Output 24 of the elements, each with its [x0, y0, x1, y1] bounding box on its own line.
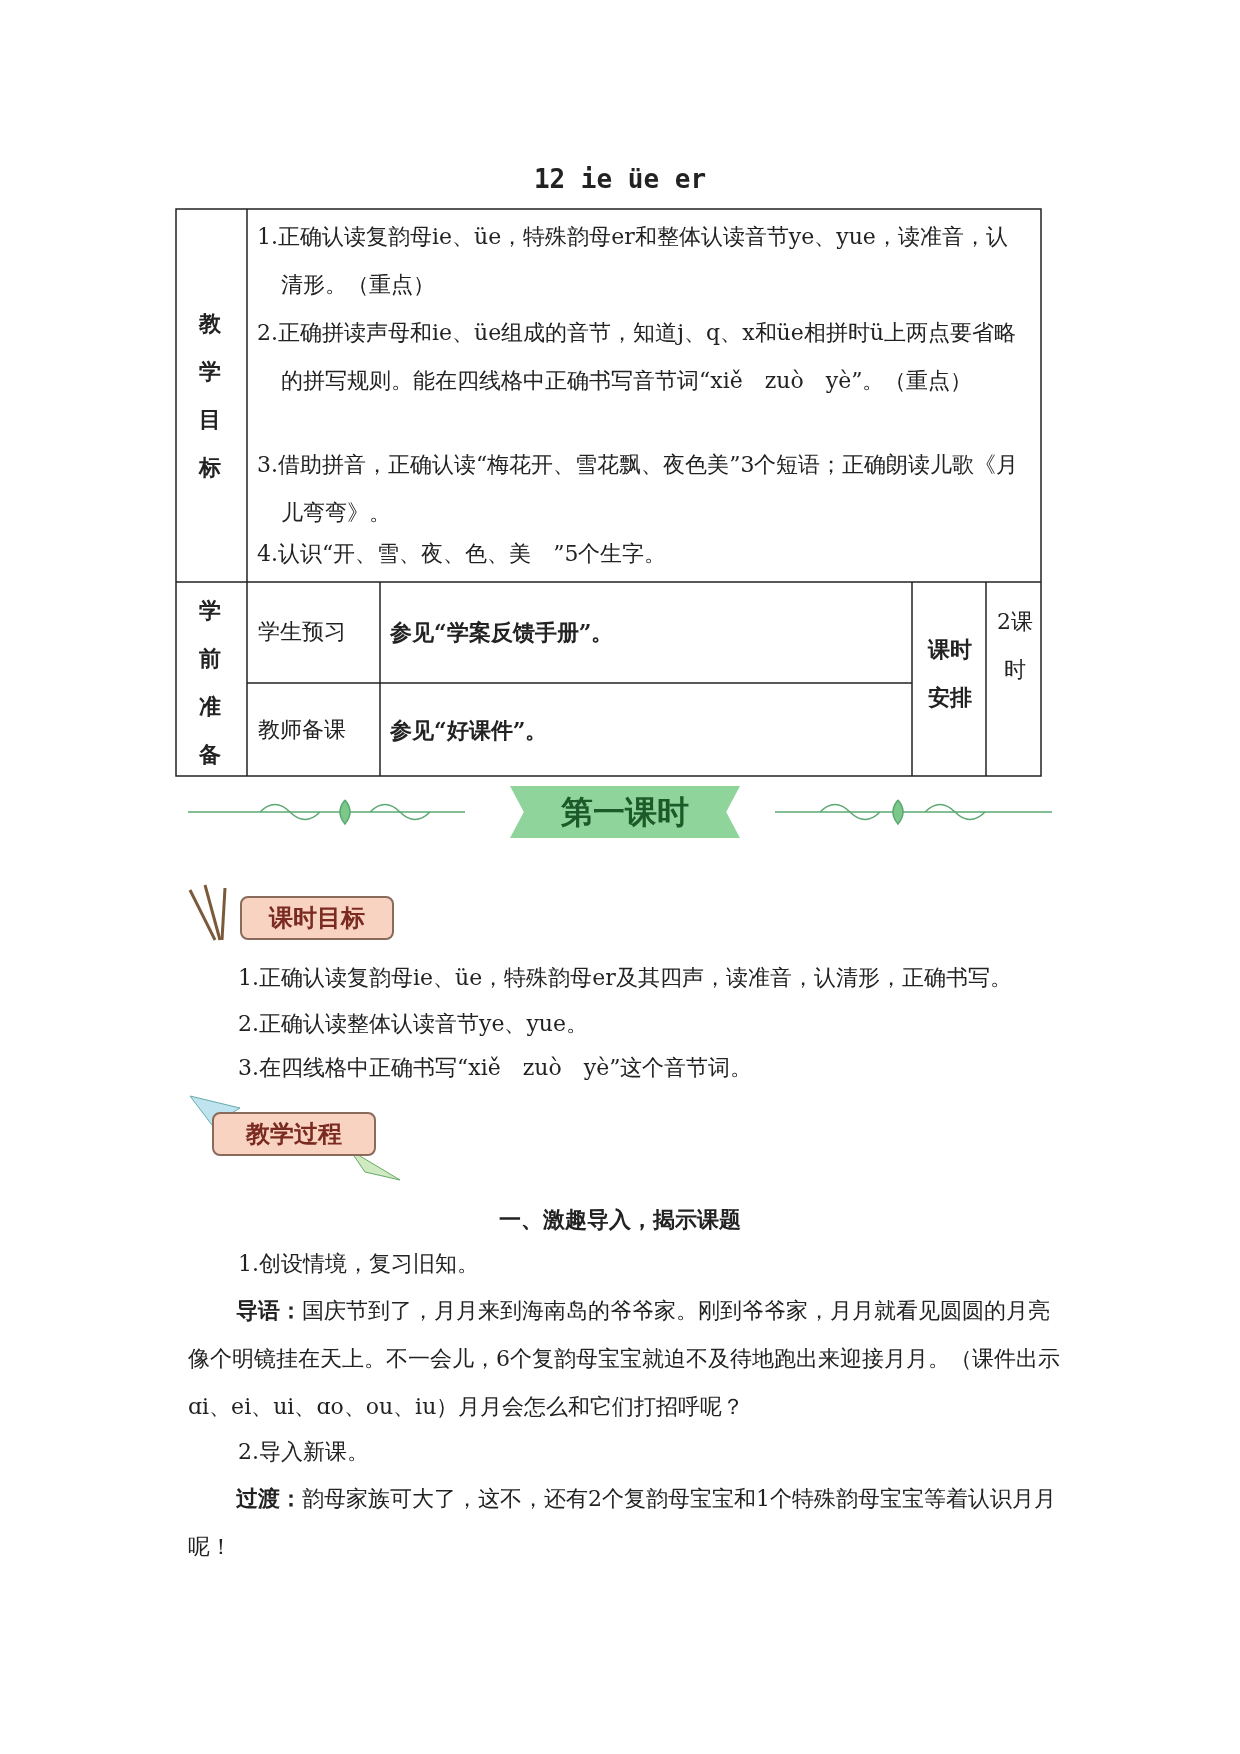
table-cell-text: 2课时 — [996, 608, 1034, 684]
table-header: 课时安排 — [926, 635, 973, 712]
objective-text: 4.认识“开、雪、夜、色、美 ”5个生字。 — [257, 540, 668, 568]
table-cell-text: 参见“好课件”。 — [390, 716, 549, 745]
table-cell-text: 学生预习 — [258, 618, 347, 646]
objective-text: 2.正确拼读声母和ie、üe组成的音节，知道j、q、x和üe相拼时ü上两点要省略的拼写规则。能在四线格中正确书写音节词“xiě zuò yè”。（重点） — [257, 319, 1017, 395]
title: 12 ie üe er — [532, 163, 708, 196]
goal-text: 2.正确认读整体认读音节ye、yue。 — [238, 1010, 590, 1038]
step-text: 2.导入新课。 — [238, 1438, 370, 1466]
step-text: 1.创设情境，复习旧知。 — [238, 1250, 480, 1278]
table-cell-text: 教师备课 — [258, 716, 347, 744]
section-heading: 一、激趣导入，揭示课题 — [498, 1205, 742, 1234]
goal-text: 1.正确认读复韵母ie、üe，特殊韵母er及其四声，读准音，认清形，正确书写。 — [238, 964, 1013, 992]
section-banner: 第一课时 — [510, 786, 740, 838]
goal-text: 3.在四线格中正确书写“xiě zuò yè”这个音节词。 — [238, 1054, 754, 1082]
paragraph: 导语：国庆节到了，月月来到海南岛的爷爷家。刚到爷爷家，月月就看见圆圆的月亮像个明镜挂在天上。不一会儿，6个复韵母宝宝就迫不及待地跑出来迎接月月。（课件出示ɑi、ei、ui、ɑo、ou、iu）月月会怎么和它们打招呼呢？ — [188, 1296, 1061, 1421]
paragraph: 过渡：韵母家族可大了，这不，还有2个复韵母宝宝和1个特殊韵母宝宝等着认识月月呢！ — [188, 1484, 1057, 1561]
table-header: 学前准备 — [198, 596, 222, 769]
section-badge: 教学过程 — [212, 1112, 376, 1156]
table-cell-text: 参见“学案反馈手册”。 — [390, 618, 615, 647]
table-header: 教学目标 — [197, 309, 222, 482]
objective-text: 3.借助拼音，正确认读“梅花开、雪花飘、夜色美”3个短语；正确朗读儿歌《月儿弯弯》。 — [257, 451, 1020, 527]
objective-text: 1.正确认读复韵母ie、üe，特殊韵母er和整体认读音节ye、yue，读准音，认清形。（重点） — [257, 223, 1009, 299]
section-badge: 课时目标 — [240, 896, 394, 940]
